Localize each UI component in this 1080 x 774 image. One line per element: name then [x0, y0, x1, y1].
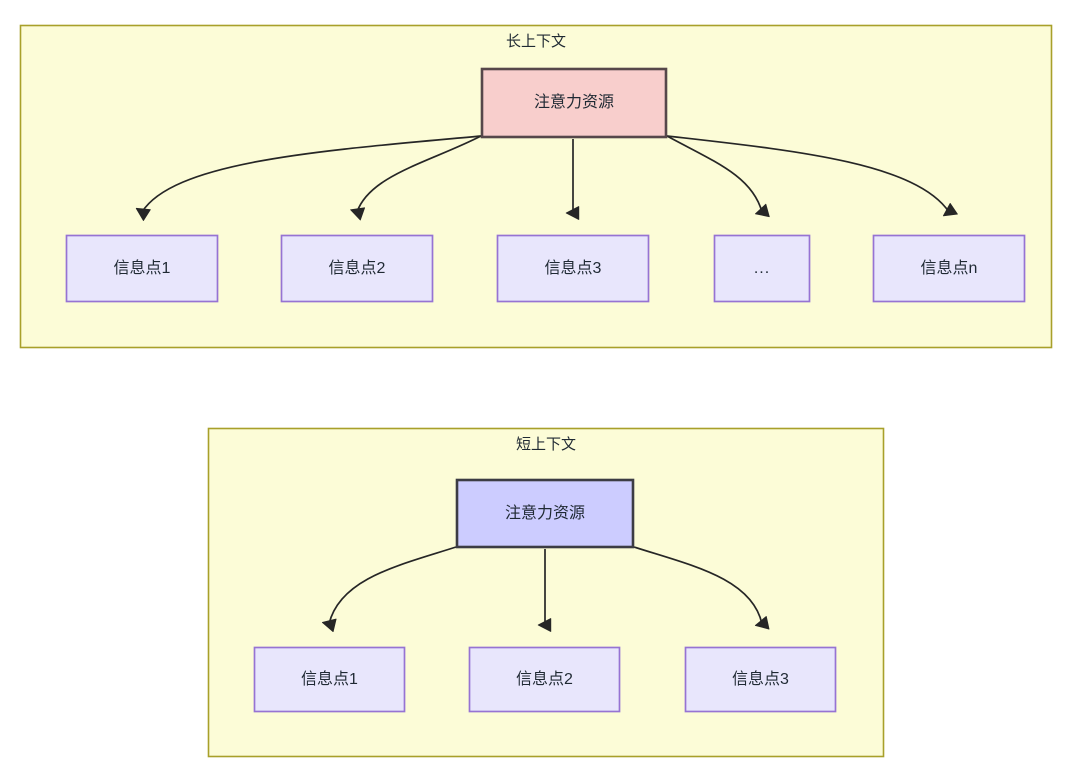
edge-short-1: [321, 546, 457, 633]
info-node-2[interactable]: [280, 234, 434, 303]
info-node-3[interactable]: [496, 234, 650, 303]
edge-long-5: [666, 135, 958, 217]
group-short-context: [207, 427, 885, 758]
edges-short-context: [321, 546, 770, 633]
attention-resource-box-long[interactable]: [480, 67, 668, 139]
attention-resource-box-short[interactable]: [455, 478, 635, 549]
edge-short-3: [633, 546, 770, 630]
short-info-node-3[interactable]: [684, 646, 837, 713]
info-node-1[interactable]: [65, 234, 219, 303]
short-info-node-1[interactable]: [253, 646, 406, 713]
group-long-context: [19, 24, 1053, 349]
edge-long-4: [666, 135, 770, 218]
short-info-node-2[interactable]: [468, 646, 621, 713]
info-node-n[interactable]: [872, 234, 1026, 303]
edge-long-2: [350, 135, 482, 221]
edges-long-context: [135, 135, 958, 221]
info-node-ellipsis[interactable]: [713, 234, 811, 303]
edge-long-1: [135, 135, 482, 221]
